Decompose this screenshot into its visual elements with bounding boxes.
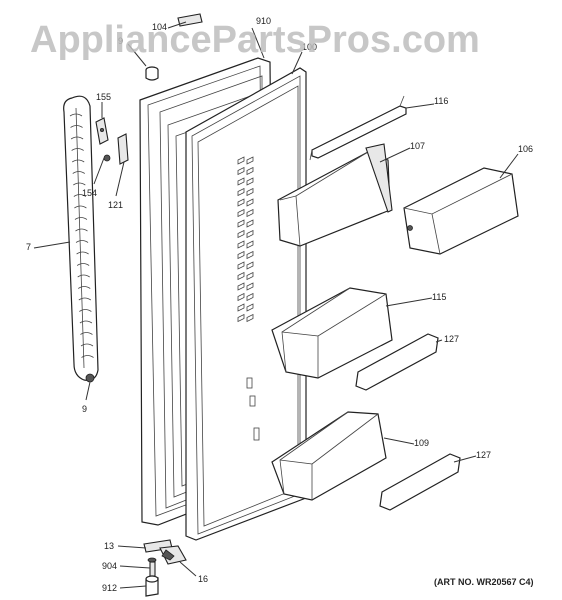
handle-notch xyxy=(75,228,88,232)
handle-notch xyxy=(74,217,88,220)
callout-155: 155 xyxy=(96,92,111,102)
shelf-rib xyxy=(246,187,254,197)
shelf-bar-part xyxy=(309,95,407,161)
callout-116: 116 xyxy=(434,96,448,106)
shelf-rib xyxy=(237,198,245,207)
callout-16: 16 xyxy=(198,574,208,584)
handle-screw-part xyxy=(85,373,95,383)
shelf-rib xyxy=(237,282,245,291)
dairy-compartment-part xyxy=(403,167,519,255)
door-bin-lower-part xyxy=(271,411,387,501)
shelf-rib xyxy=(237,313,245,323)
shelf-rib xyxy=(237,219,245,228)
shelf-rib xyxy=(246,208,254,218)
liner-shelf-ribs xyxy=(237,156,254,323)
shelf-rib xyxy=(237,208,245,218)
handle-notch xyxy=(74,205,87,209)
shelf-rib xyxy=(246,250,254,260)
callout-127-lower: 127 xyxy=(476,450,491,460)
callout-100: 100 xyxy=(302,42,317,52)
shelf-rib xyxy=(246,166,254,176)
callout-13: 13 xyxy=(104,541,114,551)
shelf-rib xyxy=(246,156,254,165)
handle-notch xyxy=(76,263,90,266)
shelf-rib xyxy=(246,198,254,207)
door-bin-middle-part xyxy=(271,287,393,379)
handle-notch xyxy=(80,343,94,347)
shelf-rib xyxy=(246,271,254,281)
shelf-rib xyxy=(237,166,245,176)
door-bin-top-part xyxy=(277,143,393,247)
shelf-rib xyxy=(237,261,245,270)
shelf-rib xyxy=(246,229,254,239)
door-handle-part xyxy=(63,95,99,381)
handle-notch xyxy=(78,286,91,289)
callout-121: 121 xyxy=(108,200,123,210)
callout-127-upper: 127 xyxy=(444,334,459,344)
shelf-rib xyxy=(237,303,245,312)
callout-106: 106 xyxy=(518,144,533,154)
callout-910: 910 xyxy=(256,16,271,26)
bottom-hinge-parts xyxy=(143,539,187,597)
shelf-rib xyxy=(237,271,245,281)
callout-104: 104 xyxy=(152,22,167,32)
shelf-rib xyxy=(246,261,254,270)
shelf-rib xyxy=(237,156,245,165)
handle-notch xyxy=(80,332,93,335)
handle-notch xyxy=(73,182,86,186)
handle-notch xyxy=(70,136,84,140)
shelf-rib xyxy=(237,177,245,186)
shelf-rib xyxy=(237,187,245,197)
handle-notch xyxy=(79,320,93,324)
shelf-rib xyxy=(246,282,254,291)
callout-107: 107 xyxy=(410,141,425,151)
handle-notch xyxy=(71,148,84,151)
shelf-rib xyxy=(246,313,254,323)
callout-9-lower: 9 xyxy=(82,404,87,414)
handle-notch xyxy=(81,355,94,358)
liner-slots xyxy=(246,377,260,441)
shelf-rib xyxy=(246,219,254,228)
handle-notch xyxy=(79,309,92,312)
handle-notch xyxy=(76,251,89,255)
leader-lines xyxy=(33,21,519,589)
shelf-rib xyxy=(237,240,245,249)
handle-notch xyxy=(78,297,92,301)
callout-912: 912 xyxy=(102,583,117,593)
callout-115: 115 xyxy=(432,292,446,302)
callout-904: 904 xyxy=(102,561,117,571)
handle-notch xyxy=(77,274,90,278)
handle-notch xyxy=(72,171,85,174)
handle-notch xyxy=(69,113,83,117)
shelf-rib xyxy=(246,177,254,186)
handle-notch xyxy=(70,125,83,128)
door-stop-parts xyxy=(95,117,129,165)
handle-notch xyxy=(71,159,85,163)
handle-notch xyxy=(73,194,87,197)
callout-109: 109 xyxy=(414,438,429,448)
handle-notch xyxy=(75,240,89,243)
shelf-rib xyxy=(237,229,245,239)
shelf-rib xyxy=(246,292,254,302)
callout-154: 154 xyxy=(82,188,97,198)
callout-labels: 104 910 9 100 155 116 107 106 154 121 7 … xyxy=(26,16,533,593)
bin-trim-strips xyxy=(355,333,461,511)
shelf-rib xyxy=(246,240,254,249)
top-hinge-pin-part xyxy=(145,66,159,81)
shelf-rib xyxy=(237,292,245,302)
art-number: (ART NO. WR20567 C4) xyxy=(434,577,534,587)
shelf-rib xyxy=(246,303,254,312)
watermark: AppliancePartsPros.com xyxy=(30,19,480,61)
callout-7: 7 xyxy=(26,242,31,252)
callout-9-top: 9 xyxy=(118,36,123,46)
shelf-rib xyxy=(237,250,245,260)
